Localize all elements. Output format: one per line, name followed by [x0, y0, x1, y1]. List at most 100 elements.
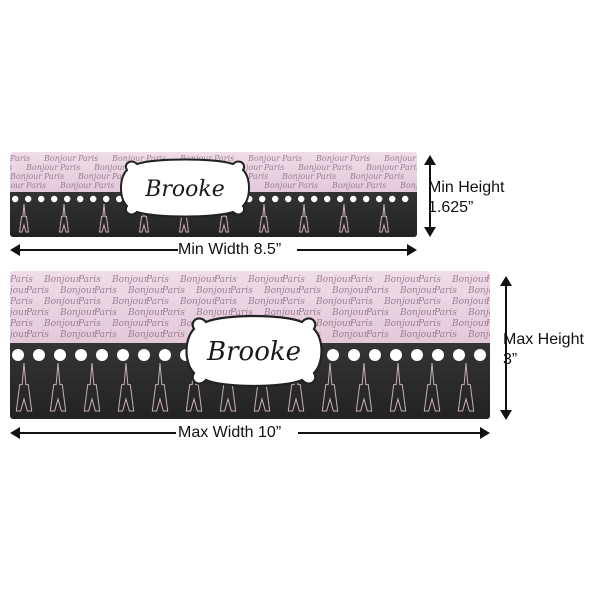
script-word: Bonjour: [127, 308, 165, 318]
eiffel-tower-icon: [355, 362, 373, 412]
script-word: Paris: [383, 172, 404, 181]
script-word: Bonjour: [383, 154, 417, 163]
polka-dot: [159, 349, 171, 361]
script-word: Bonjour: [111, 319, 149, 329]
polka-dot: [348, 349, 360, 361]
script-word: Paris: [93, 308, 117, 318]
script-word: Paris: [161, 308, 185, 318]
script-word: Bonjour: [331, 286, 369, 296]
polka-dot: [376, 195, 383, 203]
script-word: Bonjour: [93, 163, 127, 172]
polka-dot: [272, 195, 279, 203]
name-text: Brooke: [144, 177, 225, 202]
polka-dot: [96, 349, 108, 361]
script-word: Bonjour: [451, 275, 489, 285]
polka-dot: [350, 195, 357, 203]
script-word: Paris: [281, 297, 305, 307]
script-word: Bonjour: [59, 286, 97, 296]
polka-dot: [298, 195, 305, 203]
script-word: Paris: [433, 286, 457, 296]
min-width-arrow-left: [10, 244, 178, 256]
script-word: Paris: [77, 275, 101, 285]
script-word: Bonjour: [179, 154, 213, 163]
script-word: Paris: [213, 275, 237, 285]
script-word: Bonjour: [399, 286, 437, 296]
script-word: Paris: [315, 172, 336, 181]
eiffel-tower-icon: [18, 203, 30, 233]
eiffel-tower-icon: [321, 362, 339, 412]
polka-dot: [311, 195, 318, 203]
polka-dot: [327, 349, 339, 361]
polka-dot: [402, 195, 409, 203]
polka-dot: [324, 195, 331, 203]
script-word: Paris: [161, 286, 185, 296]
script-word: Paris: [213, 154, 234, 163]
script-word: Paris: [229, 308, 253, 318]
polka-dot: [116, 195, 123, 203]
max-width-arrow-left: [10, 427, 176, 439]
eiffel-tower-icon: [218, 203, 230, 233]
eiffel-tower-icon: [457, 362, 475, 412]
script-word: Paris: [77, 319, 101, 329]
eiffel-tower-icon: [83, 362, 101, 412]
script-word: Paris: [93, 286, 117, 296]
script-word: Bonjour: [451, 319, 489, 329]
eiffel-tower-icon: [58, 203, 70, 233]
script-word: Paris: [349, 154, 370, 163]
script-word: Bonjour: [111, 154, 145, 163]
eiffel-tower-icon: [49, 362, 67, 412]
eiffel-tower-icon: [258, 203, 270, 233]
eiffel-tower-icon: [185, 362, 203, 412]
script-word: Paris: [111, 172, 132, 181]
script-word: Bonjour: [77, 172, 111, 181]
script-word: Paris: [485, 275, 490, 285]
polka-dot: [54, 349, 66, 361]
polka-dot: [411, 349, 423, 361]
script-word: Paris: [433, 330, 457, 340]
script-word: Bonjour: [127, 330, 165, 340]
script-word: Bonjour: [263, 286, 301, 296]
eiffel-tower-icon: [15, 362, 33, 412]
polka-dot: [389, 195, 396, 203]
script-word: Bonjour: [331, 308, 369, 318]
script-word: Bonjour: [111, 275, 149, 285]
eiffel-tower-icon: [378, 203, 390, 233]
script-word: Paris: [10, 163, 12, 172]
script-word: Paris: [331, 163, 352, 172]
polka-dot: [103, 195, 110, 203]
script-word: Paris: [93, 330, 117, 340]
polka-dot: [337, 195, 344, 203]
script-word: Bonjour: [399, 181, 417, 190]
script-word: Paris: [417, 275, 441, 285]
min-width-label: Min Width 8.5”: [178, 241, 282, 258]
polka-dot: [390, 349, 402, 361]
script-word: Paris: [25, 308, 49, 318]
script-word: Paris: [365, 330, 389, 340]
script-word: Paris: [59, 163, 80, 172]
max-width-label: Max Width 10”: [178, 424, 282, 441]
name-plaque: Brooke: [120, 158, 250, 218]
script-word: Bonjour: [467, 308, 490, 318]
polka-dot: [369, 349, 381, 361]
polka-dot: [51, 195, 58, 203]
script-word: Bonjour: [43, 319, 81, 329]
script-word: Paris: [417, 297, 441, 307]
polka-dot: [259, 195, 266, 203]
script-word: Bonjour: [315, 154, 349, 163]
script-word: Bonjour: [179, 297, 217, 307]
script-word: Paris: [10, 154, 30, 163]
script-word: Bonjour: [195, 308, 233, 318]
script-word: Paris: [25, 330, 49, 340]
script-word: Paris: [349, 275, 373, 285]
script-word: Bonjour: [467, 286, 490, 296]
polka-dot: [138, 349, 150, 361]
script-word: Bonjour: [263, 308, 301, 318]
script-word: Paris: [10, 319, 33, 329]
script-word: Paris: [365, 308, 389, 318]
eiffel-tower-icon: [98, 203, 110, 233]
script-word: Paris: [145, 319, 169, 329]
polka-dot: [64, 195, 71, 203]
